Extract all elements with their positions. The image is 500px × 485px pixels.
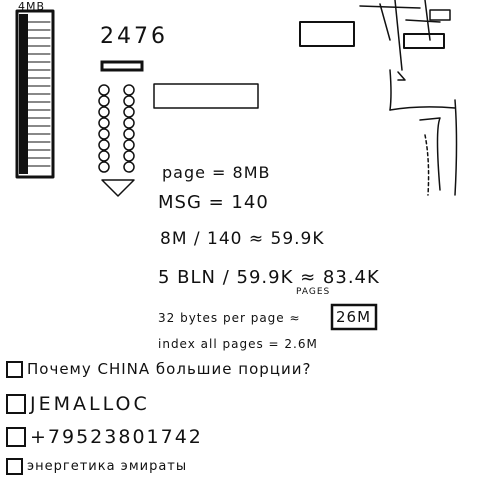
todo-label: JEMALLOC — [30, 393, 150, 415]
memory-bar-label: 4MB — [18, 0, 46, 13]
calc-line-6: index all pages = 2.6M — [158, 337, 318, 351]
counter-bar — [100, 60, 144, 72]
todo-checkbox[interactable] — [6, 394, 26, 414]
calc-line-2: MSG = 140 — [158, 192, 269, 213]
highlight-box — [330, 303, 378, 331]
calc-line-5: 32 bytes per page ≈ — [158, 311, 301, 325]
todo-item: +79523801742 — [6, 426, 203, 448]
todo-checkbox[interactable] — [6, 458, 23, 475]
calc-pages-label: PAGES — [296, 287, 331, 297]
todo-item: энергетика эмираты — [6, 458, 187, 475]
corner-doodle — [299, 0, 458, 196]
counter-value: 2476 — [100, 24, 168, 49]
calc-line-3: 8M / 140 ≈ 59.9K — [160, 229, 325, 249]
todo-label: энергетика эмираты — [27, 459, 188, 474]
todo-checkbox[interactable] — [6, 427, 26, 447]
calc-line-1: page = 8MB — [162, 163, 271, 182]
empty-rectangle — [153, 83, 259, 109]
todo-checkbox[interactable] — [6, 360, 23, 378]
memory-bar-drawing — [15, 9, 55, 179]
calc-line-4: 5 BLN / 59.9K ≈ 83.4K — [158, 267, 380, 288]
bead-columns — [98, 84, 135, 197]
calc-result-26m: 26M — [336, 308, 372, 326]
todo-item: JEMALLOC — [6, 393, 150, 415]
todo-label: Почему CHINA большие порции? — [27, 360, 312, 378]
todo-item: Почему CHINA большие порции? — [6, 360, 311, 378]
todo-label: +79523801742 — [30, 426, 203, 448]
